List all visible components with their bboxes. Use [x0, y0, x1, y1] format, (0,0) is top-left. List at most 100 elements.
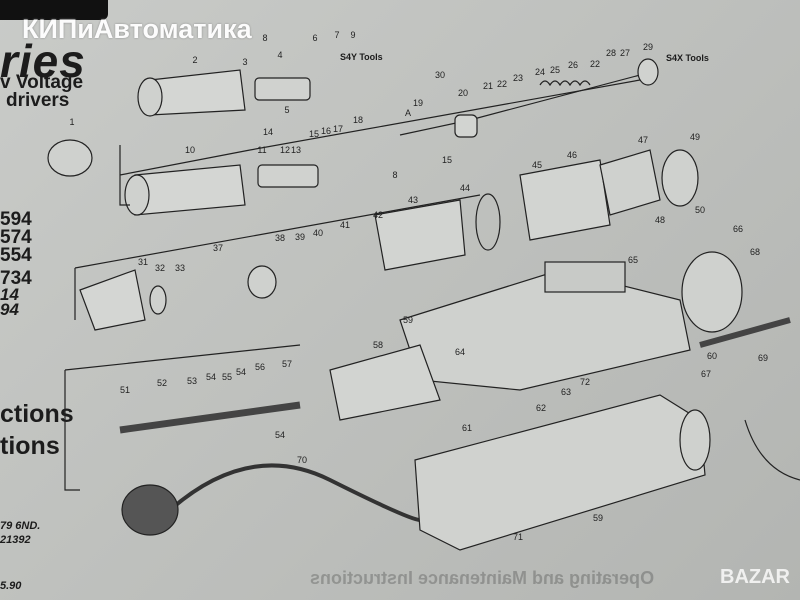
- part-number-label: 51: [119, 385, 131, 395]
- part-65-board: [544, 261, 626, 293]
- part-number-label: 17: [332, 124, 344, 134]
- part-43-body: [374, 199, 466, 271]
- footer-code: 5.90: [0, 580, 22, 592]
- part-number-label: 29: [642, 42, 654, 52]
- part-30-spindle-assembly: [399, 74, 641, 136]
- part-number-label: 11: [257, 145, 267, 155]
- part-number-label: 8: [392, 170, 398, 180]
- part-number-label: 37: [212, 243, 224, 253]
- brand-logo-block: [0, 0, 108, 20]
- model-code: 14: [0, 285, 19, 304]
- part-44-gasket: [475, 193, 501, 251]
- part-number-label: 26: [567, 60, 579, 70]
- part-58-motor: [329, 344, 441, 421]
- part-number-label: 53: [186, 376, 198, 386]
- part-number-label: 4: [277, 50, 283, 60]
- part-31-cone: [79, 269, 146, 331]
- part-20: [454, 114, 478, 138]
- part-number-label: 39: [294, 232, 306, 242]
- part-46-body: [519, 159, 611, 241]
- part-1-nose: [47, 139, 93, 177]
- part-number-label: 66: [732, 224, 744, 234]
- part-number-label: 3: [242, 57, 248, 67]
- part-number-label: 10: [184, 145, 196, 155]
- part-number-label: 12: [279, 145, 291, 155]
- part-number-label: 54: [274, 430, 286, 440]
- part-70-cable: [168, 463, 421, 522]
- part-68-cap: [681, 251, 743, 333]
- part-number-label: 15: [441, 155, 453, 165]
- part-11-clutch: [257, 164, 319, 188]
- part-37: [247, 265, 277, 299]
- part-51-shaft: [119, 401, 301, 434]
- part-2-housing: [149, 69, 246, 116]
- part-number-label: 6: [312, 33, 318, 43]
- part-number-label: 62: [535, 403, 547, 413]
- part-number-label: 30: [434, 70, 446, 80]
- part-number-label: 54: [235, 367, 247, 377]
- part-number-label: 9: [350, 30, 356, 40]
- part-number-label: 68: [749, 247, 761, 257]
- part-29: [637, 58, 659, 86]
- part-number-label: 42: [372, 210, 384, 220]
- part-number-label: 44: [459, 183, 471, 193]
- part-number-label: 14: [262, 127, 274, 137]
- watermark: КИПиАвтоматика: [22, 14, 252, 44]
- part-10-housing: [134, 164, 246, 216]
- s4x-tools-label: S4X Tools: [666, 53, 709, 63]
- part-number-label: 1: [69, 117, 75, 127]
- part-number-label: 22: [496, 79, 508, 89]
- part-number-label: 49: [689, 132, 701, 142]
- part-number-label: 18: [352, 115, 364, 125]
- part-number-label: 7: [334, 30, 340, 40]
- part-number-label: 22: [589, 59, 601, 69]
- part-number-label: 45: [531, 160, 543, 170]
- part-number-label: 25: [549, 65, 561, 75]
- part-number-label: 61: [461, 423, 473, 433]
- part-number-label: 27: [619, 48, 631, 58]
- part-number-label: 52: [156, 378, 168, 388]
- part-number-label: 56: [254, 362, 266, 372]
- part-number-label: 15: [308, 129, 320, 139]
- series-title: ries: [0, 35, 86, 87]
- s4y-tools-label: S4Y Tools: [340, 52, 383, 62]
- part-number-label: 28: [605, 48, 617, 58]
- part-number-label: 20: [457, 88, 469, 98]
- site-logo: BAZAR: [720, 566, 790, 588]
- part-number-label: 54: [205, 372, 217, 382]
- part-number-label: A: [404, 108, 412, 118]
- part-2-end: [137, 77, 163, 117]
- part-number-label: 65: [627, 255, 639, 265]
- part-number-label: 72: [579, 377, 591, 387]
- part-number-label: 32: [154, 263, 166, 273]
- part-number-label: 2: [192, 55, 198, 65]
- part-10-end: [124, 174, 150, 216]
- model-code: 554: [0, 245, 32, 266]
- part-number-label: 33: [174, 263, 186, 273]
- model-code: 94: [0, 300, 19, 319]
- part-5-clutch: [254, 77, 311, 101]
- part-59-lower-housing: [414, 394, 706, 551]
- part-number-label: 59: [592, 513, 604, 523]
- part-number-label: 71: [512, 532, 524, 542]
- part-number-label: 40: [312, 228, 324, 238]
- part-70-boot: [121, 484, 179, 536]
- part-number-label: 23: [512, 73, 524, 83]
- part-number-label: 16: [320, 126, 332, 136]
- part-59-thread: [679, 409, 711, 471]
- part-69-cable: [699, 317, 791, 348]
- part-number-label: 13: [290, 145, 302, 155]
- part-number-label: 5: [284, 105, 290, 115]
- part-number-label: 59: [402, 315, 414, 325]
- bracket-lines: [119, 79, 641, 206]
- bracket-lines-2: [74, 194, 481, 320]
- bracket-lines-3: [64, 344, 301, 491]
- part-number-label: 46: [566, 150, 578, 160]
- part-number-label: 19: [412, 98, 424, 108]
- part-number-label: 58: [372, 340, 384, 350]
- outer-arc: [744, 419, 800, 481]
- part-number-label: 47: [637, 135, 649, 145]
- model-code: 594: [0, 209, 32, 230]
- part-number-label: 55: [221, 372, 233, 382]
- model-code: 734: [0, 268, 32, 289]
